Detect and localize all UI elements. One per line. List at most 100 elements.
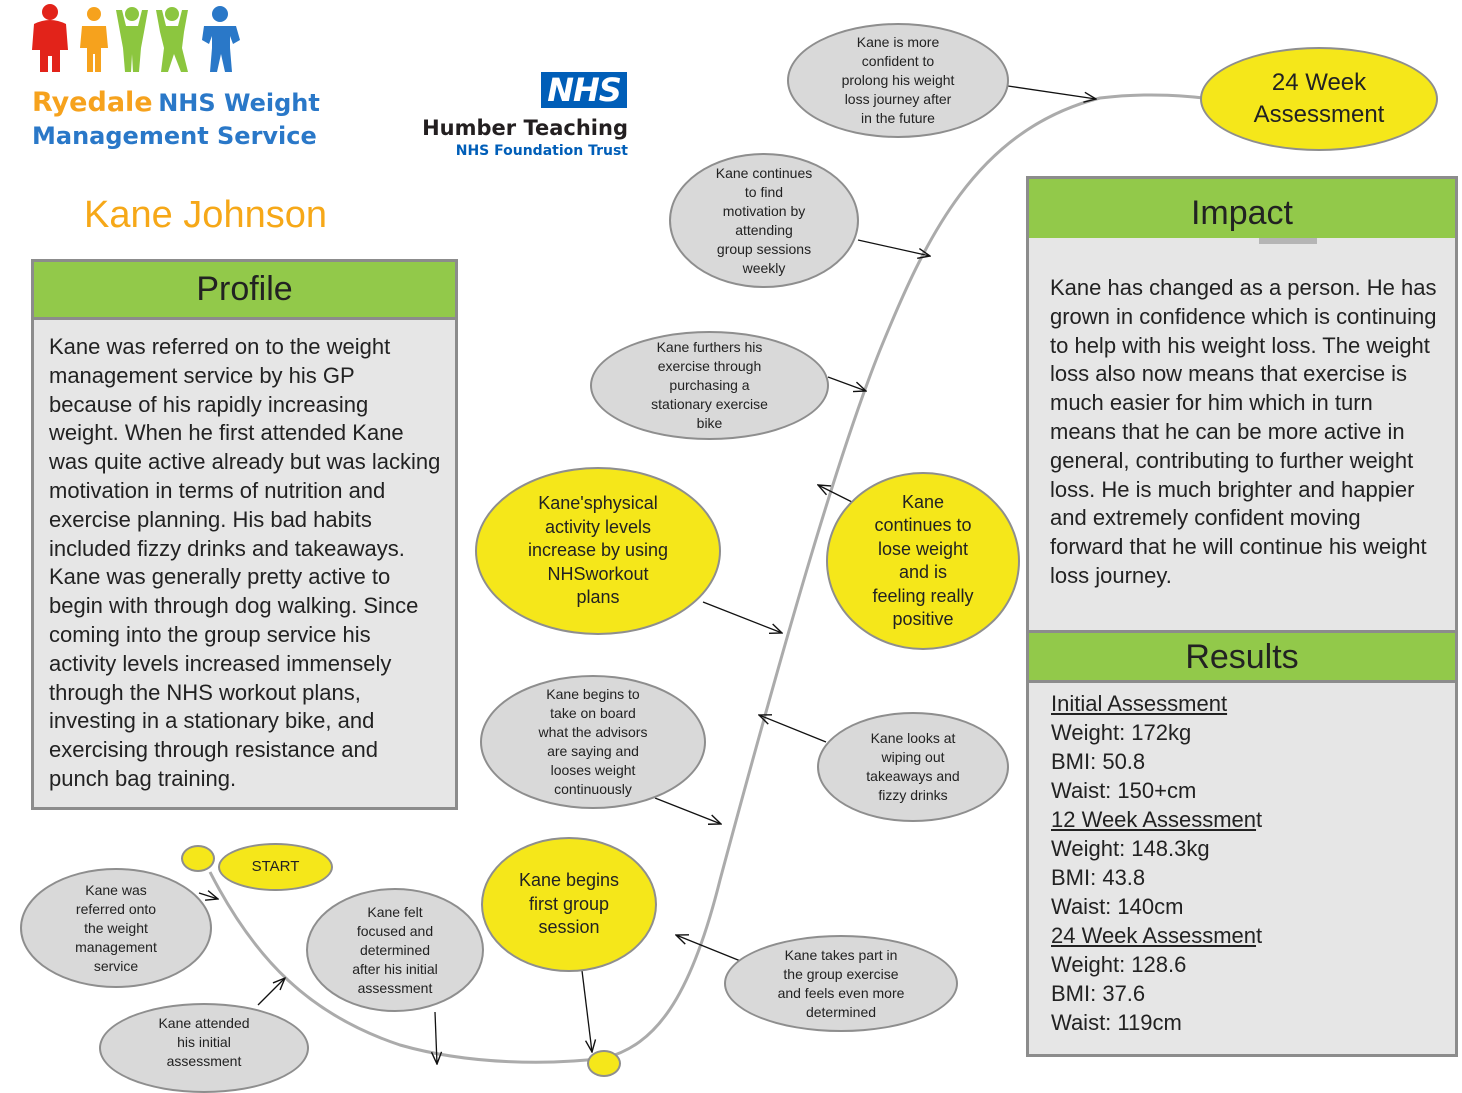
bubble-line: to find [744,183,784,200]
end-label-line: 24 Week [1271,69,1367,96]
week24-title-tail: t [1256,923,1263,948]
bubble-line: stationary exercise [651,396,768,412]
arrow-exercise-bike [827,376,866,391]
arrow-confident [1007,85,1096,99]
week12-bmi: BMI: 43.8 [1051,865,1146,890]
arrow-takes-part [676,935,744,963]
path-end-dot [587,1050,621,1077]
bubble-line: plans [576,587,620,608]
profile-panel: Profile Kane was referred on to the weig… [31,259,458,810]
ryedale-figures-icon [32,4,240,72]
bubble-line: session [538,917,600,938]
bubble-line: positive [892,609,954,629]
bubble-line: increase by using [527,540,669,561]
start-dot [181,845,215,872]
start-bubble: START [218,843,333,891]
bubble-line: continues to [874,515,972,535]
bubble-line: determined [359,941,431,958]
bubble-line: assessment [166,1052,242,1069]
initial-waist: Waist: 150+cm [1051,778,1197,803]
week12-assessment-title: 12 Week Assessment [1051,805,1445,834]
nhs-logo-badge: NHS [541,72,627,108]
bubble-line: attending [735,221,793,238]
bubble-line: feeling really [872,585,974,606]
initial-weight: Weight: 172kg [1051,720,1192,745]
physical-activity-bubble: Kane'sphysical activity levels increase … [475,467,721,635]
week24-bmi: BMI: 37.6 [1051,981,1146,1006]
results-panel: Results Initial Assessment Weight: 172kg… [1026,630,1458,1057]
bubble-line: his initial [177,1033,231,1050]
bubble-line: Kane continues [715,164,813,181]
bubble-line: Kane begins [518,870,620,891]
initial-assessment-title: Initial Assessment [1051,691,1228,716]
arrow-physical-activity [702,601,782,633]
bubble-line: and feels even more [777,984,905,1001]
takes-part-bubble: Kane takes part in the group exercise an… [724,935,958,1032]
arrow-felt-focused [435,1011,437,1064]
bubble-line: determined [805,1003,877,1020]
arrow-advisors [654,797,721,824]
bubble-line: lose weight [877,538,969,559]
week24-assessment-bubble: 24 Week Assessment [1200,47,1438,151]
bubble-line: assessment [357,979,433,996]
referred-bubble: Kane was referred onto the weight manage… [20,868,212,988]
bubble-line: first group [528,893,610,914]
person-name: Kane Johnson [84,194,327,236]
trust-subtitle: NHS Foundation Trust [455,143,628,159]
week24-waist: Waist: 119cm [1051,1010,1182,1035]
bubble-line: Kane [901,491,945,512]
bubble-line: what the advisors [538,724,648,740]
bubble-line: are saying and [547,743,639,759]
nhs-weight-words: NHS Weight [158,89,320,117]
impact-heading: Impact [1026,176,1458,240]
bubble-line: and is [898,562,948,582]
bubble-line: activity levels [544,516,652,537]
management-service-words: Management Service [32,122,317,150]
bubble-line: referred onto [75,900,157,917]
bubble-line: takeaways and [866,768,960,784]
bubble-line: group sessions [716,240,812,257]
bubble-line: bike [696,415,723,431]
bubble-line: exercise through [657,358,762,374]
profile-text: Kane was referred on to the weight manag… [49,334,441,791]
bubble-line: take on board [550,705,636,721]
results-heading: Results [1029,633,1455,683]
arrow-motivation [857,239,930,256]
impact-text: Kane has changed as a person. He has gro… [1050,275,1437,588]
advisors-bubble: Kane begins to take on board what the ad… [480,675,706,809]
bubble-line: fizzy drinks [878,787,948,803]
continues-lose-weight-bubble: Kane continues to lose weight and is fee… [826,472,1020,650]
journey-path [208,93,1221,1064]
bubble-line: Kane was [85,881,147,898]
initial-bmi: BMI: 50.8 [1051,749,1146,774]
arrow-attended [257,978,285,1006]
bubble-line: wiping out [881,749,945,765]
bubble-line: Kane takes part in [784,946,898,963]
felt-focused-bubble: Kane felt focused and determined after h… [306,888,484,1012]
week12-waist: Waist: 140cm [1051,894,1184,919]
bubble-line: loss journey after [844,91,952,107]
bubble-line: looses weight [550,762,636,778]
week24-title-underlined: 24 Week Assessmen [1051,923,1257,948]
bubble-line: Kane looks at [870,730,956,746]
bubble-line: weekly [742,259,786,276]
bubble-line: prolong his weight [841,72,955,88]
bubble-line: focused and [356,922,434,939]
ryedale-service-title: Ryedale NHS Weight Management Service [32,88,320,151]
bubble-line: in the future [861,110,935,126]
bubble-line: confident to [861,53,935,69]
arrow-continues-lose [818,485,853,503]
bubble-line: management [75,938,157,955]
wiping-out-bubble: Kane looks at wiping out takeaways and f… [817,712,1009,822]
week12-title-underlined: 12 Week Assessmen [1051,807,1257,832]
week24-assessment-title: 24 Week Assessment [1051,921,1445,950]
first-group-session-bubble: Kane begins first group session [481,837,657,972]
bubble-line: Kane attended [158,1014,250,1031]
ryedale-word: Ryedale [32,87,153,118]
impact-panel: Kane has changed as a person. He has gro… [1026,238,1458,633]
attended-bubble: Kane attended his initial assessment [99,1003,309,1093]
end-label-line: Assessment [1253,101,1385,128]
bubble-line: the weight [84,919,148,936]
motivation-bubble: Kane continues to find motivation by att… [669,153,859,288]
bubble-line: Kane'sphysical [538,493,658,514]
